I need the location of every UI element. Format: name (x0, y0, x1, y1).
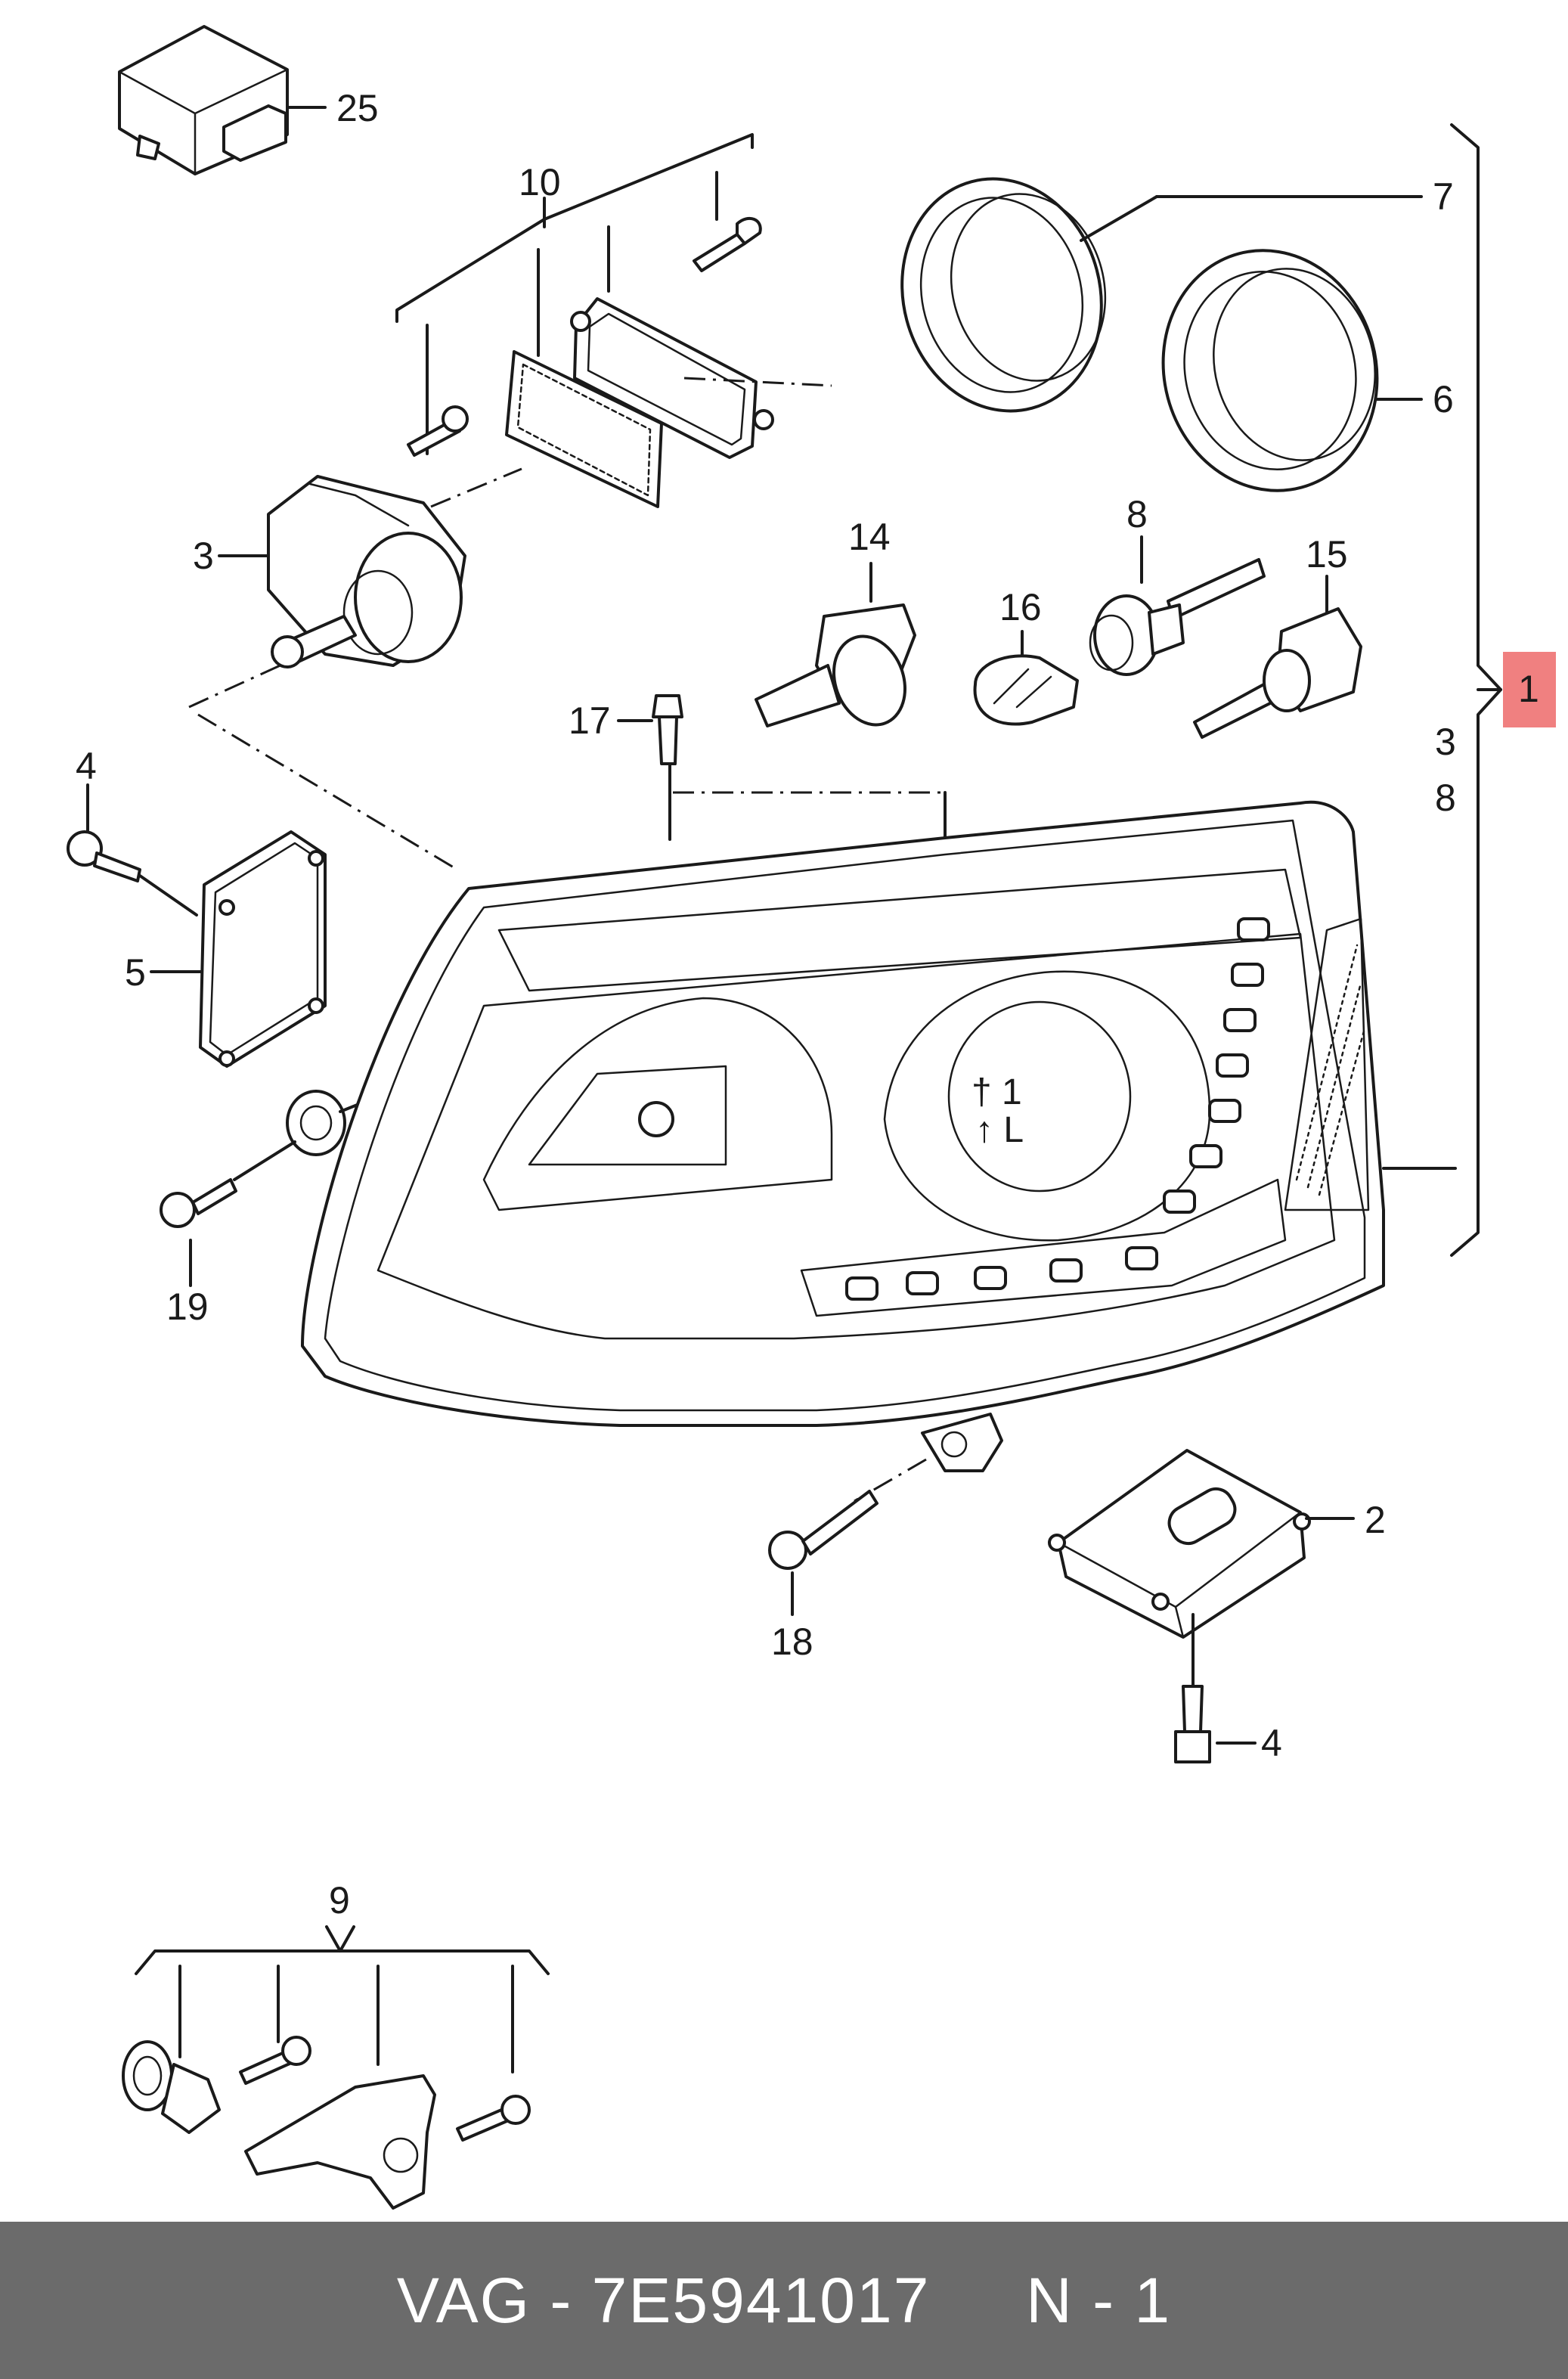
callout-1: 1 (1518, 668, 1539, 710)
callout-16: 16 (999, 586, 1042, 628)
callout-15: 15 (1306, 533, 1348, 575)
part-14-bulb-h7 (755, 562, 916, 727)
part-4-screw-lower (1174, 1613, 1257, 1763)
part-3-range-actuator (218, 475, 466, 668)
part-4-screw-upper (67, 783, 198, 917)
callout-1-highlight (1503, 652, 1556, 727)
callout-10: 10 (519, 161, 561, 203)
main-headlight-assembly: † 1 ↑ L (301, 800, 1457, 1472)
callout-25: 25 (336, 87, 379, 129)
part-number-label: VAG - 7E5941017 N - 1 (396, 2264, 1172, 2336)
callout-4b: 4 (1261, 1722, 1282, 1764)
part-18-screw (768, 1458, 927, 1616)
part-15-xenon-bulb (1193, 575, 1362, 739)
callout-6: 6 (1433, 378, 1454, 420)
part-17-screw (617, 694, 947, 841)
assembly-bracket-right (1450, 123, 1502, 1257)
svg-text:† 1: † 1 (971, 1072, 1022, 1112)
callout-14: 14 (848, 516, 891, 558)
part-5-control-unit-plate (150, 830, 327, 1068)
footer-bar: VAG - 7E5941017 N - 1 (0, 2222, 1568, 2379)
callout-2: 2 (1365, 1499, 1386, 1541)
part-16-bulb-small (973, 630, 1079, 726)
callout-9: 9 (329, 1879, 350, 1922)
part-8-gas-discharge-bulb (1089, 535, 1266, 676)
part-10-gasket-set (395, 133, 832, 508)
callout-19: 19 (166, 1286, 209, 1328)
part-9-repair-kit (122, 1925, 550, 2210)
part-25-control-module (118, 25, 327, 175)
callout-5: 5 (125, 951, 146, 994)
callout-8b: 8 (1435, 777, 1456, 819)
callout-7: 7 (1433, 175, 1454, 218)
callout-3b: 3 (1435, 721, 1456, 763)
callout-18: 18 (771, 1621, 813, 1663)
callout-8: 8 (1126, 493, 1148, 535)
callout-3a: 3 (193, 535, 214, 577)
callout-17: 17 (569, 699, 611, 742)
headlight-parts-diagram: 25 10 7 (67, 25, 1556, 2210)
part-6-cap-ring (1161, 249, 1423, 492)
callout-4a: 4 (76, 745, 97, 787)
svg-text:↑ L: ↑ L (975, 1110, 1024, 1150)
part-2-ballast-unit (1048, 1449, 1355, 1639)
part-7-cap-ring (900, 177, 1423, 413)
